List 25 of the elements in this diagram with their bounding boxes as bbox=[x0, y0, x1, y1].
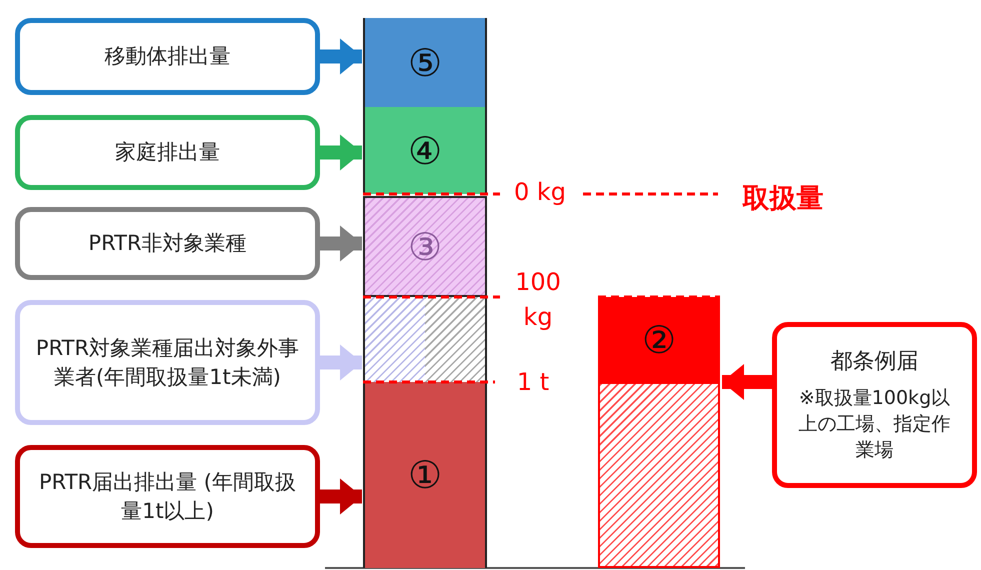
callout-heading: 都条例届 bbox=[830, 348, 918, 376]
label-box: PRTR非対象業種 bbox=[15, 207, 320, 280]
axis-caption: 取扱量 bbox=[741, 182, 824, 216]
threshold-label: 0 kg bbox=[512, 178, 568, 206]
bar-segment: ② bbox=[598, 297, 720, 382]
arrow bbox=[320, 226, 362, 262]
label-box: 移動体排出量 bbox=[15, 18, 320, 95]
label-box: 家庭排出量 bbox=[15, 115, 320, 190]
hatched-bar-segment bbox=[363, 297, 487, 382]
arrow bbox=[320, 38, 362, 74]
bar-segment: ④ bbox=[363, 107, 487, 194]
threshold-label: 1 t bbox=[516, 368, 550, 396]
hatched-bar-segment: ③ bbox=[363, 196, 487, 297]
label-box: PRTR対象業種届出対象外事業者(年間取扱量1t未満) bbox=[15, 300, 320, 425]
bar-segment: ⑤ bbox=[363, 18, 487, 107]
arrow bbox=[722, 364, 772, 400]
bar-segment: ① bbox=[363, 382, 487, 568]
callout-box bbox=[772, 322, 977, 488]
arrow bbox=[320, 134, 362, 170]
callout-note: ※取扱量100kg以上の工場、指定作業場 bbox=[798, 386, 952, 463]
hatched-bar-segment bbox=[598, 382, 720, 568]
arrow bbox=[320, 478, 362, 514]
label-box: PRTR届出排出量 (年間取扱量1t以上) bbox=[15, 445, 320, 548]
arrow bbox=[320, 344, 362, 380]
threshold-label: 100 kg bbox=[514, 267, 562, 333]
